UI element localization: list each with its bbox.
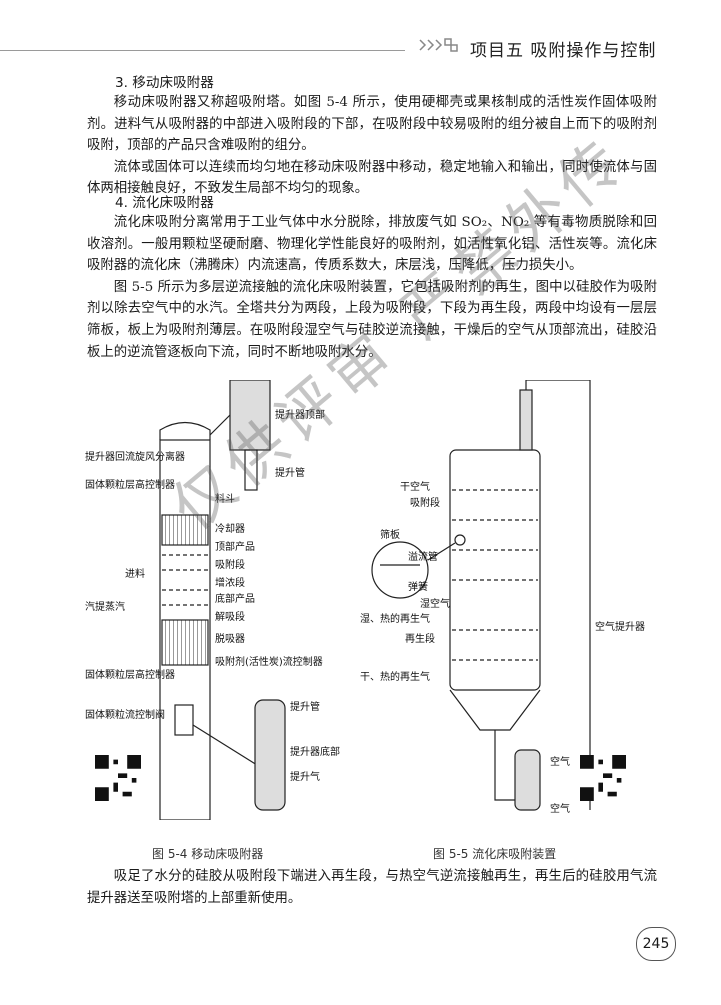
label-bottom-product: 底部产品 <box>215 592 255 605</box>
label-air-1: 空气 <box>550 755 570 768</box>
figure-5-4-moving-bed-adsorber: 提升器顶部 提升管 提升器回流旋风分离器 固体颗粒层高控制器 料斗 冷却器 顶部… <box>85 380 340 820</box>
label-cooler: 冷却器 <box>215 522 245 535</box>
paragraph: 吸足了水分的硅胶从吸附段下端进入再生段，与热空气逆流接触再生，再生后的硅胶用气流… <box>87 869 657 906</box>
figure-5-5-caption: 图 5-5 流化床吸附装置 <box>433 847 557 861</box>
figure-5-5-fluidized-bed: 干空气 吸附段 筛板 溢流管 弹簧 湿空气 湿、热的再生气 再生段 干、热的再生… <box>360 380 645 815</box>
label-lift-pipe: 提升管 <box>275 466 305 479</box>
label-air-2: 空气 <box>550 802 570 815</box>
section-3-heading: 3. 移动床吸附器 <box>115 75 214 91</box>
figure-5-4-caption: 图 5-4 移动床吸附器 <box>152 847 264 861</box>
label-feed: 进料 <box>125 567 145 580</box>
label-hot-wet-gas: 湿、热的再生气 <box>360 612 430 625</box>
label-downcomer: 溢流管 <box>408 550 438 563</box>
label-air-lift: 空气提升器 <box>595 620 645 633</box>
label-bed-control-top: 固体颗粒层高控制器 <box>85 478 175 491</box>
qr-code-icon[interactable] <box>580 755 626 801</box>
label-dry-air: 干空气 <box>400 480 430 493</box>
label-adsorb-section: 吸附段 <box>410 496 440 509</box>
qr-code-icon[interactable] <box>95 755 141 801</box>
label-cyclone: 提升器回流旋风分离器 <box>85 450 185 463</box>
label-hopper: 料斗 <box>215 492 235 505</box>
chapter-title: 项目五 吸附操作与控制 <box>470 41 657 61</box>
label-lift-gas: 提升气 <box>290 770 320 783</box>
label-top-product: 顶部产品 <box>215 540 255 553</box>
label-lift-pipe-2: 提升管 <box>290 700 320 713</box>
label-flow-valve: 固体颗粒流控制阀 <box>85 708 165 721</box>
label-strip-steam: 汽提蒸汽 <box>85 600 125 613</box>
label-sieve-plate: 筛板 <box>380 528 400 541</box>
label-bed-control-bottom: 固体颗粒层高控制器 <box>85 668 175 681</box>
header-rule <box>0 50 405 51</box>
label-spring: 弹簧 <box>408 580 428 593</box>
label-enrich-section: 增浓段 <box>215 576 245 589</box>
paragraph: 移动床吸附器又称超吸附塔。如图 5-4 所示，使用硬椰壳或果核制成的活性炭作固体… <box>87 95 657 154</box>
section-4-heading: 4. 流化床吸附器 <box>115 195 214 211</box>
header-decoration-icon <box>419 38 458 52</box>
label-sorbent-controller: 吸附剂(活性炭)流控制器 <box>215 655 323 668</box>
paragraph: 图 5-5 所示为多层逆流接触的流化床吸附装置，它包括吸附剂的再生，图中以硅胶作… <box>87 279 657 360</box>
label-stripper: 解吸段 <box>215 610 245 623</box>
label-hot-dry-gas: 干、热的再生气 <box>360 670 430 683</box>
label-lift-bottom: 提升器底部 <box>290 745 340 758</box>
paragraph: 流体或固体可以连续而均匀地在移动床吸附器中移动，稳定地输入和输出，同时使流体与固… <box>87 159 657 197</box>
label-lift-top: 提升器顶部 <box>275 408 325 421</box>
label-regen-section: 再生段 <box>405 632 435 645</box>
page-number: 245 <box>636 927 676 961</box>
label-adsorb-section: 吸附段 <box>215 558 245 571</box>
label-wet-air: 湿空气 <box>420 597 450 610</box>
paragraph: 流化床吸附分离常用于工业气体中水分脱除，排放废气如 SO₂、NO₂ 等有毒物质脱… <box>87 215 657 274</box>
closing-body: 吸足了水分的硅胶从吸附段下端进入再生段，与热空气逆流接触再生，再生后的硅胶用气流… <box>87 866 657 909</box>
section-3-body: 移动床吸附器又称超吸附塔。如图 5-4 所示，使用硬椰壳或果核制成的活性炭作固体… <box>87 92 657 200</box>
label-desorber: 脱吸器 <box>215 632 245 645</box>
section-4-body: 流化床吸附分离常用于工业气体中水分脱除，排放废气如 SO₂、NO₂ 等有毒物质脱… <box>87 212 657 363</box>
